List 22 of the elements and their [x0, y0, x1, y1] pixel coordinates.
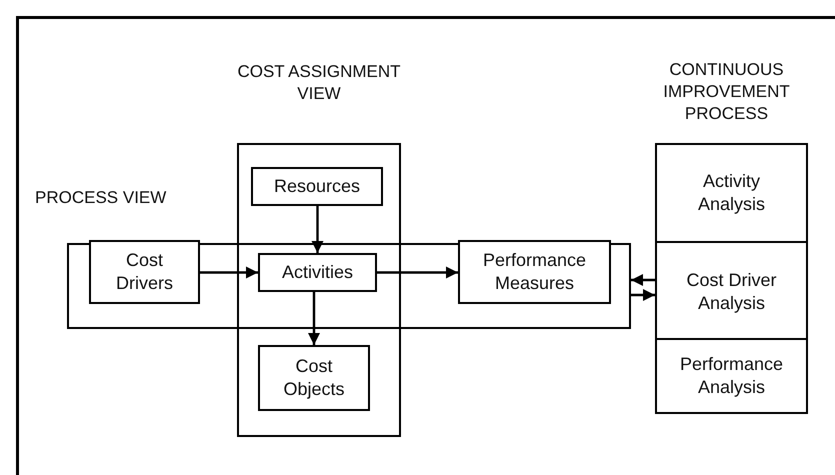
- box-label: Activity Analysis: [696, 170, 766, 216]
- process-box: [258, 345, 370, 411]
- box-label: Cost Drivers: [115, 249, 174, 295]
- arrow: [200, 266, 258, 278]
- arrow: [631, 289, 655, 301]
- region-heading: CONTINUOUS IMPROVEMENT PROCESS: [662, 59, 791, 125]
- box-label: Cost Objects: [282, 355, 346, 401]
- process-box: [458, 240, 611, 304]
- arrow: [377, 266, 458, 278]
- process-box: [89, 240, 200, 304]
- region-heading: COST ASSIGNMENT VIEW: [236, 61, 402, 105]
- arrow: [312, 206, 324, 253]
- box-label: Activities: [280, 261, 354, 284]
- box-label: Resources: [272, 175, 362, 198]
- region-heading: PROCESS VIEW: [35, 187, 168, 209]
- box-label: Performance Measures: [482, 249, 588, 295]
- box-label: Performance Analysis: [678, 353, 784, 399]
- process-box: [251, 167, 383, 206]
- arrow: [308, 292, 320, 345]
- box-label: Cost Driver Analysis: [685, 268, 778, 314]
- process-box: [258, 253, 377, 292]
- arrow: [631, 274, 655, 286]
